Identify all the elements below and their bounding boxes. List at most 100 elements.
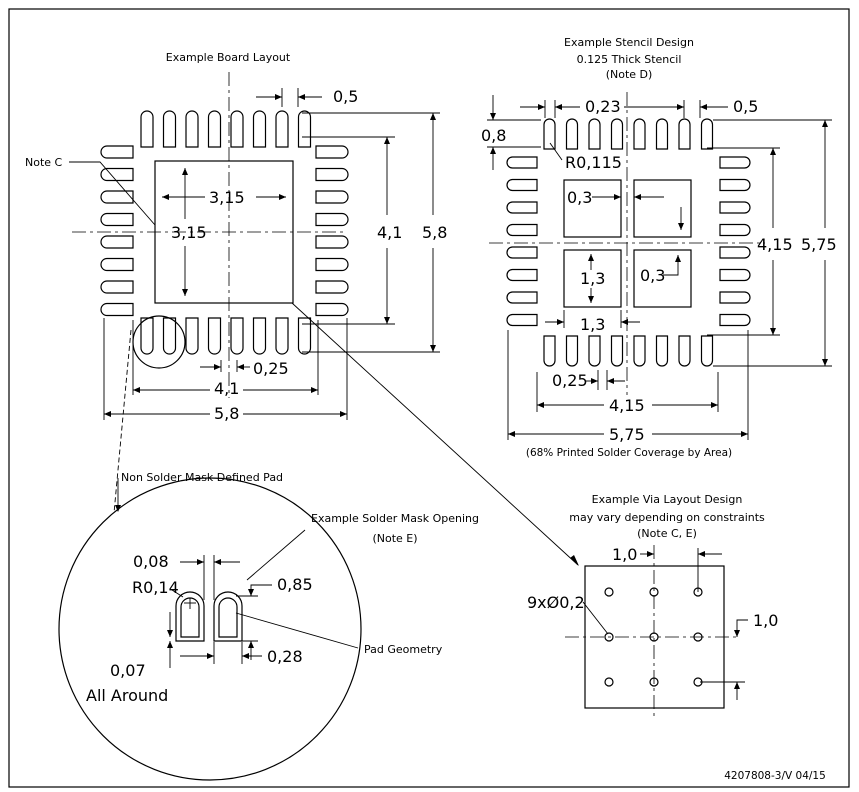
stencil-pad-left — [506, 156, 538, 169]
stencil-pad-top — [610, 118, 624, 150]
stencil-dim-pad-width-bottom: 0,25 — [552, 371, 588, 390]
stencil-title-3: (Note D) — [606, 68, 653, 81]
via-hole — [604, 632, 614, 642]
stencil-pad-left — [506, 201, 538, 214]
stencil-dim-inner-h: 4,15 — [609, 396, 645, 415]
stencil-window-bl — [563, 249, 622, 308]
sheet-border — [8, 8, 850, 788]
stencil-pad-top — [700, 118, 714, 150]
stencil-dim-gap-b: 0,3 — [640, 266, 665, 285]
board-layout: Example Board Layout Note C 0,5 3,15 — [25, 51, 579, 566]
stencil-pad-left — [506, 268, 538, 282]
via-dim-pitch-x: 1,0 — [612, 545, 637, 564]
nsmd-detail: Non Solder Mask Defined Pad Example Sold… — [58, 471, 479, 781]
solder-mask-title: Example Solder Mask Opening — [311, 512, 479, 525]
board-pad-left — [100, 212, 134, 227]
board-thermal-pad — [154, 160, 294, 304]
stencil-pad-bottom — [543, 335, 556, 367]
detail-dim-width: 0,28 — [267, 647, 303, 666]
via-hole — [604, 677, 614, 687]
stencil-pad-bottom — [610, 335, 624, 367]
via-title-1: Example Via Layout Design — [592, 493, 743, 506]
board-pad-top — [275, 110, 289, 148]
stencil-pad-left — [506, 313, 538, 327]
board-pad-top — [140, 110, 154, 148]
via-holes — [604, 587, 703, 687]
board-pad-bottom — [252, 317, 267, 355]
board-pad-left — [100, 190, 134, 204]
pad-right — [218, 597, 238, 638]
via-detail-leader — [291, 302, 579, 566]
stencil-pad-left — [506, 291, 538, 304]
stencil-dim-radius: R0,115 — [565, 153, 622, 172]
stencil-dim-pitch: 0,5 — [733, 97, 758, 116]
via-dim-pitch-y: 1,0 — [753, 611, 778, 630]
board-pad-right — [315, 145, 349, 159]
stencil-pad-left — [506, 246, 538, 259]
stencil-pad-bottom — [700, 335, 714, 367]
stencil-pad-bottom — [655, 335, 669, 367]
via-detail-leader-arrow — [570, 555, 579, 566]
stencil-pad-bottom — [678, 335, 691, 367]
stencil-pad-top — [543, 118, 556, 150]
board-dim-pad-width: 0,25 — [253, 359, 289, 378]
stencil-window-tl — [563, 179, 622, 238]
via-title-2: may vary depending on constraints — [569, 511, 765, 524]
board-pad-bottom — [230, 317, 244, 355]
board-pad-top — [185, 110, 199, 148]
stencil-pad-top — [633, 118, 646, 150]
detail-dim-radius: R0,14 — [132, 578, 179, 597]
board-pad-left — [100, 145, 134, 159]
via-title-3: (Note C, E) — [637, 527, 697, 540]
pad-left — [180, 597, 200, 638]
board-dim-inner-v: 4,1 — [377, 223, 402, 242]
drawing-id: 4207808-3/V 04/15 — [724, 770, 826, 782]
stencil-pad-right — [719, 246, 751, 259]
board-pad-left — [100, 235, 134, 249]
stencil-dim-inner-v: 4,15 — [757, 235, 793, 254]
board-pad-left — [100, 302, 134, 317]
board-pad-top — [207, 110, 222, 148]
stencil-pad-right — [719, 291, 751, 304]
stencil-design: Example Stencil Design 0.125 Thick Stenc… — [481, 36, 837, 459]
board-dim-thermal-height: 3,15 — [171, 223, 207, 242]
via-dim-count-diameter: 9xØ0,2 — [527, 593, 585, 612]
via-hole — [649, 632, 659, 642]
board-pad-right — [315, 257, 349, 272]
board-pad-top — [297, 110, 312, 148]
pad-geometry-label: Pad Geometry — [364, 643, 443, 656]
board-pad-bottom — [275, 317, 289, 355]
board-dim-outer-h: 5,8 — [214, 404, 239, 423]
stencil-pad-top — [588, 118, 601, 150]
stencil-pads — [506, 118, 751, 367]
board-pad-right — [315, 167, 349, 182]
nsmd-detail-title: Non Solder Mask Defined Pad — [121, 471, 283, 484]
stencil-dim-pad-width: 0,23 — [585, 97, 621, 116]
board-pad-right — [315, 190, 349, 204]
stencil-window-br — [633, 249, 692, 308]
stencil-dim-pad-length: 0,8 — [481, 126, 506, 145]
board-pad-bottom — [297, 317, 312, 355]
via-hole — [649, 587, 659, 597]
stencil-pad-right — [719, 313, 751, 327]
stencil-pad-top — [655, 118, 669, 150]
board-pad-left — [100, 167, 134, 182]
via-hole — [693, 632, 703, 642]
stencil-coverage-note: (68% Printed Solder Coverage by Area) — [526, 447, 732, 459]
stencil-pad-bottom — [633, 335, 646, 367]
detail-dim-gap: 0,08 — [133, 552, 169, 571]
stencil-pad-right — [719, 223, 751, 237]
board-pad-left — [100, 257, 134, 272]
board-pads — [100, 110, 349, 355]
board-pad-right — [315, 302, 349, 317]
stencil-pad-right — [719, 268, 751, 282]
stencil-pad-right — [719, 201, 751, 214]
stencil-window-tr — [633, 179, 692, 238]
board-pad-right — [315, 212, 349, 227]
board-pad-bottom — [207, 317, 222, 355]
solder-mask-note: (Note E) — [372, 532, 417, 545]
board-pad-top — [230, 110, 244, 148]
note-c-label: Note C — [25, 156, 63, 169]
nsmd-detail-circle — [58, 477, 362, 781]
